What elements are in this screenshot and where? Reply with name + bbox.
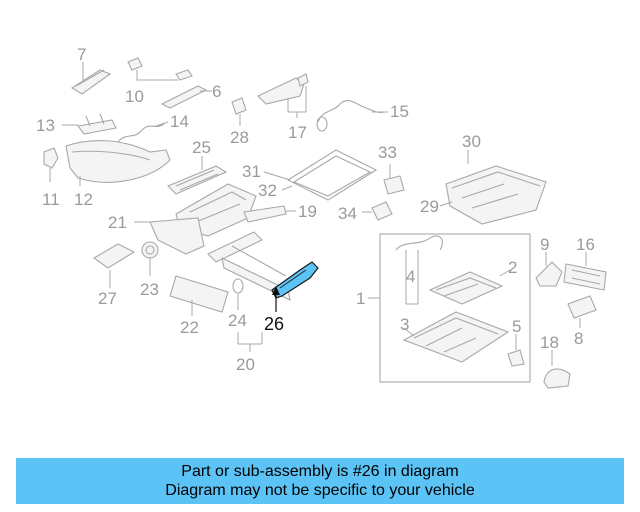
label-31: 31 — [242, 162, 261, 181]
label-3: 3 — [400, 315, 409, 334]
bracket-20 — [237, 332, 263, 352]
part-13 — [62, 113, 117, 135]
label-24: 24 — [228, 311, 247, 330]
label-23: 23 — [140, 280, 159, 299]
label-1: 1 — [356, 289, 365, 308]
part-10 — [127, 57, 193, 81]
box-1-assembly — [368, 233, 531, 383]
caption-line-2: Diagram may not be specific to your vehi… — [165, 482, 475, 499]
part-24 — [232, 278, 244, 310]
part-11 — [43, 147, 59, 182]
label-18: 18 — [540, 333, 559, 352]
part-12 — [65, 140, 171, 186]
part-15 — [316, 100, 388, 132]
parts-diagram: 7 10 6 17 15 13 14 28 11 12 25 31 32 33 … — [36, 45, 607, 389]
part-17 — [257, 73, 309, 118]
label-33: 33 — [378, 143, 397, 162]
part-7 — [70, 62, 112, 95]
label-32: 32 — [258, 181, 277, 200]
part-33 — [383, 164, 405, 195]
part-34 — [362, 201, 393, 221]
label-27: 27 — [98, 289, 117, 308]
label-20: 20 — [236, 355, 255, 374]
label-10: 10 — [125, 87, 144, 106]
label-5: 5 — [512, 317, 521, 336]
label-21: 21 — [108, 213, 127, 232]
label-7: 7 — [77, 45, 86, 64]
part-16 — [563, 252, 607, 291]
part-8 — [567, 295, 597, 328]
label-2: 2 — [508, 258, 517, 277]
label-16: 16 — [576, 235, 595, 254]
label-26: 26 — [264, 314, 284, 334]
label-34: 34 — [338, 204, 357, 223]
part-30-29-cushion — [439, 150, 547, 225]
caption-line-1: Part or sub-assembly is #26 in diagram — [181, 463, 459, 480]
label-4: 4 — [406, 267, 415, 286]
part-28 — [231, 97, 247, 126]
label-29: 29 — [420, 197, 439, 216]
part-27 — [92, 243, 136, 288]
part-9 — [535, 252, 563, 287]
arrow-26-icon — [272, 286, 280, 295]
label-30: 30 — [462, 132, 481, 151]
label-25: 25 — [192, 138, 211, 157]
label-22: 22 — [180, 318, 199, 337]
label-8: 8 — [574, 329, 583, 348]
label-6: 6 — [212, 82, 221, 101]
part-18 — [543, 350, 571, 389]
label-28: 28 — [230, 128, 249, 147]
label-13: 13 — [36, 116, 55, 135]
part-25 — [167, 156, 228, 195]
label-9: 9 — [540, 235, 549, 254]
caption-banner: Part or sub-assembly is #26 in diagram D… — [16, 458, 624, 504]
part-21 — [134, 217, 205, 255]
part-14 — [117, 121, 169, 143]
label-14: 14 — [170, 112, 189, 131]
label-19: 19 — [298, 202, 317, 221]
part-31-32-frame — [263, 149, 378, 201]
part-22 — [169, 275, 229, 316]
label-11: 11 — [42, 190, 60, 209]
label-12: 12 — [74, 190, 93, 209]
label-17: 17 — [288, 123, 307, 142]
label-15: 15 — [390, 102, 409, 121]
part-23 — [141, 241, 159, 276]
part-6 — [160, 85, 212, 109]
part-26-highlighted — [271, 261, 319, 312]
